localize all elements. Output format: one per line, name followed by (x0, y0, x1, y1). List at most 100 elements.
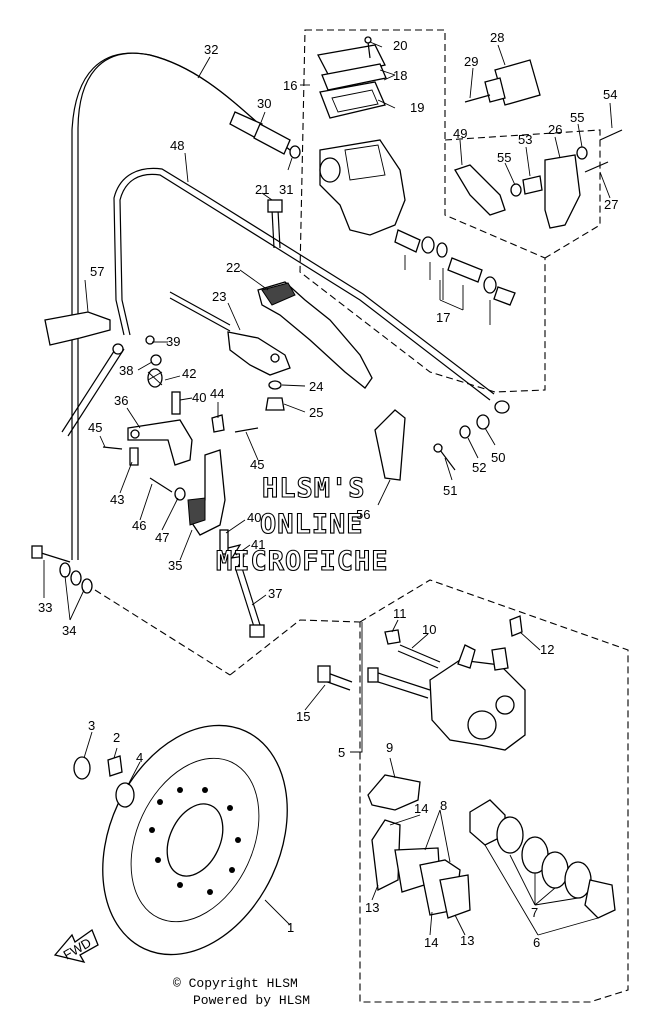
pin-40a (171, 391, 181, 415)
bolt-51 (439, 449, 456, 471)
rod-37 (235, 569, 256, 631)
brake-lever-22 (257, 281, 373, 389)
callout-56: 56 (356, 507, 370, 522)
callout-22: 22 (226, 260, 240, 275)
callout-36: 36 (114, 393, 128, 408)
callout-31: 31 (279, 182, 293, 197)
plug-11 (384, 629, 401, 645)
callout-51: 51 (443, 483, 457, 498)
brake-pad-13b (439, 874, 471, 919)
callout-10: 10 (422, 622, 436, 637)
collar-50 (476, 414, 490, 430)
callout-54: 54 (603, 87, 617, 102)
arm-49 (454, 164, 506, 216)
callout-15: 15 (296, 709, 310, 724)
washer-47 (174, 487, 186, 501)
callout-40a: 40 (192, 390, 206, 405)
callout-14b: 14 (424, 935, 438, 950)
key-2 (107, 755, 123, 777)
callout-38: 38 (119, 363, 133, 378)
pedal-to-caliper-dash (94, 589, 231, 676)
callout-13a: 13 (365, 900, 379, 915)
callout-47: 47 (155, 530, 169, 545)
cap-screw-20 (367, 41, 371, 59)
callout-labels: 1 2 3 4 5 6 7 8 9 10 11 12 13 13 14 14 1… (38, 30, 618, 950)
circlip-3 (73, 756, 91, 780)
callout-34: 34 (62, 623, 76, 638)
callout-55a: 55 (570, 110, 584, 125)
master-cylinder-body (319, 139, 406, 236)
washer-52 (459, 425, 471, 439)
callout-45a: 45 (88, 420, 102, 435)
callout-46: 46 (132, 518, 146, 533)
seal-7c (541, 851, 569, 889)
reservoir-cap-18 (317, 44, 386, 79)
callout-33: 33 (38, 600, 52, 615)
cable-adjuster-left (61, 344, 119, 433)
pedal-pad-35 (187, 497, 206, 526)
callout-42: 42 (182, 366, 196, 381)
master-cylinder-assembly-outline (299, 29, 546, 393)
bleeder-12 (509, 615, 523, 637)
callout-12: 12 (540, 642, 554, 657)
callout-26: 26 (548, 122, 562, 137)
nut-25 (265, 397, 285, 411)
callout-49: 49 (453, 126, 467, 141)
callout-30: 30 (257, 96, 271, 111)
collar-4 (115, 782, 135, 808)
callout-40b: 40 (247, 510, 261, 525)
plate-56 (374, 409, 406, 481)
washer-34c (81, 578, 93, 594)
switch-bracket-26 (544, 154, 581, 229)
pin-43 (129, 447, 139, 466)
powered-by-text: Powered by HLSM (193, 993, 310, 1008)
collar-53 (522, 175, 543, 195)
brake-switch-assembly-outline (444, 129, 601, 259)
adjuster-nut-30 (253, 123, 291, 155)
leader-lines (43, 41, 613, 936)
callout-25: 25 (309, 405, 323, 420)
callout-1: 1 (287, 920, 294, 935)
disc-holes (149, 787, 241, 895)
lever-bracket-22 (261, 282, 296, 306)
callout-24: 24 (309, 379, 323, 394)
callout-52: 52 (472, 460, 486, 475)
watermark-line-1: HLSM'S (262, 473, 366, 504)
callout-32: 32 (204, 42, 218, 57)
washer-55b (510, 183, 522, 197)
lever-36 (127, 419, 193, 466)
callout-3: 3 (88, 718, 95, 733)
spring-41 (227, 544, 246, 571)
pin-45b (234, 427, 259, 433)
pin-40b (219, 529, 229, 555)
callout-35: 35 (168, 558, 182, 573)
cable-23 (169, 291, 231, 326)
callout-9: 9 (386, 740, 393, 755)
callout-48: 48 (170, 138, 184, 153)
pin-10 (399, 644, 441, 663)
washer-34b (70, 570, 82, 586)
callout-6: 6 (533, 935, 540, 950)
callout-41: 41 (251, 537, 265, 552)
callout-14a: 14 (414, 801, 428, 816)
bolt-46 (149, 477, 173, 493)
washer-31 (289, 145, 301, 159)
callout-16: 16 (283, 78, 297, 93)
callout-44: 44 (210, 386, 224, 401)
caliper-to-lever-linkage-dash (229, 619, 361, 676)
fwd-arrow (53, 928, 99, 963)
callout-2: 2 (113, 730, 120, 745)
callout-7: 7 (531, 905, 538, 920)
brake-lever-23 (227, 331, 291, 376)
washer-38 (150, 354, 162, 366)
watermark-line-2: ONLINE (260, 509, 364, 540)
callout-11: 11 (393, 606, 407, 621)
pin-45a (102, 446, 123, 450)
callout-8: 8 (440, 798, 447, 813)
bolt-27 (584, 161, 609, 173)
callout-57: 57 (90, 264, 104, 279)
nut-24 (268, 380, 282, 390)
brake-cable-48 (119, 173, 491, 401)
callout-20: 20 (393, 38, 407, 53)
